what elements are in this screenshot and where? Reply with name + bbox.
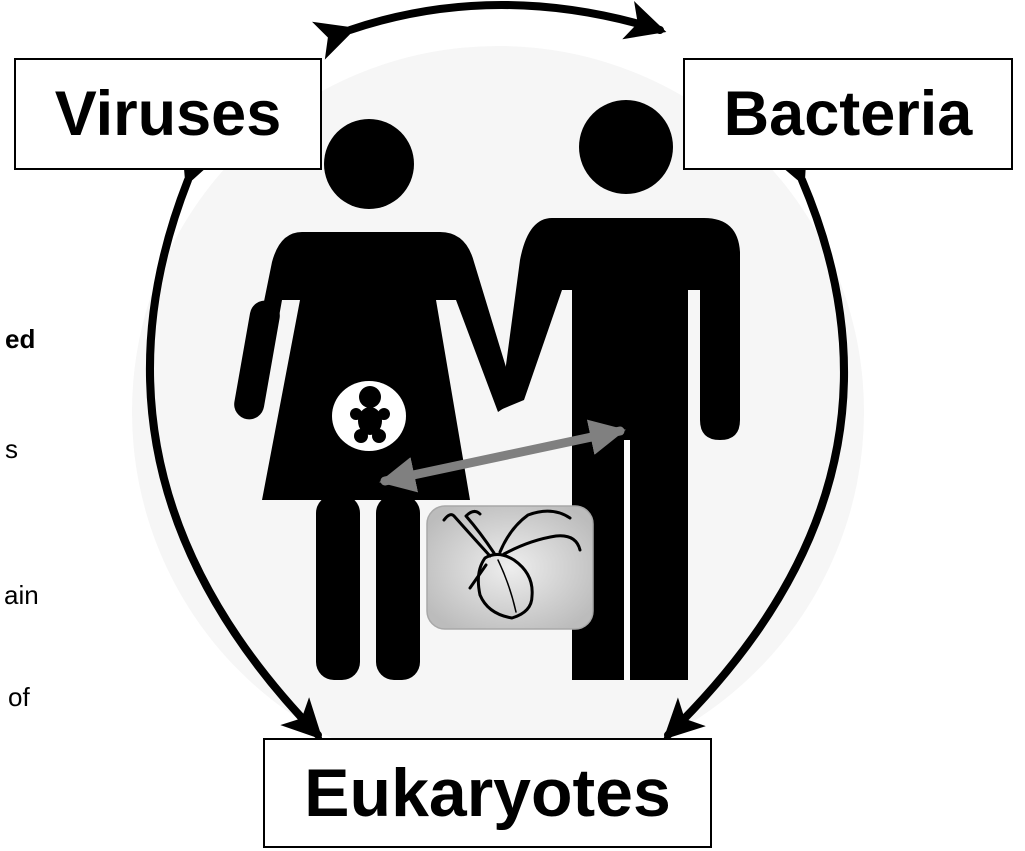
viruses-label: Viruses — [55, 78, 282, 150]
microbe-panel — [427, 506, 593, 629]
viruses-label-box: Viruses — [14, 58, 322, 170]
arrow-viruses-bacteria — [350, 5, 660, 30]
eukaryotes-label: Eukaryotes — [304, 754, 671, 832]
eukaryotes-label-box: Eukaryotes — [263, 738, 712, 848]
baby-icon — [332, 381, 406, 451]
bacteria-label-box: Bacteria — [683, 58, 1013, 170]
bacteria-label: Bacteria — [724, 78, 973, 150]
